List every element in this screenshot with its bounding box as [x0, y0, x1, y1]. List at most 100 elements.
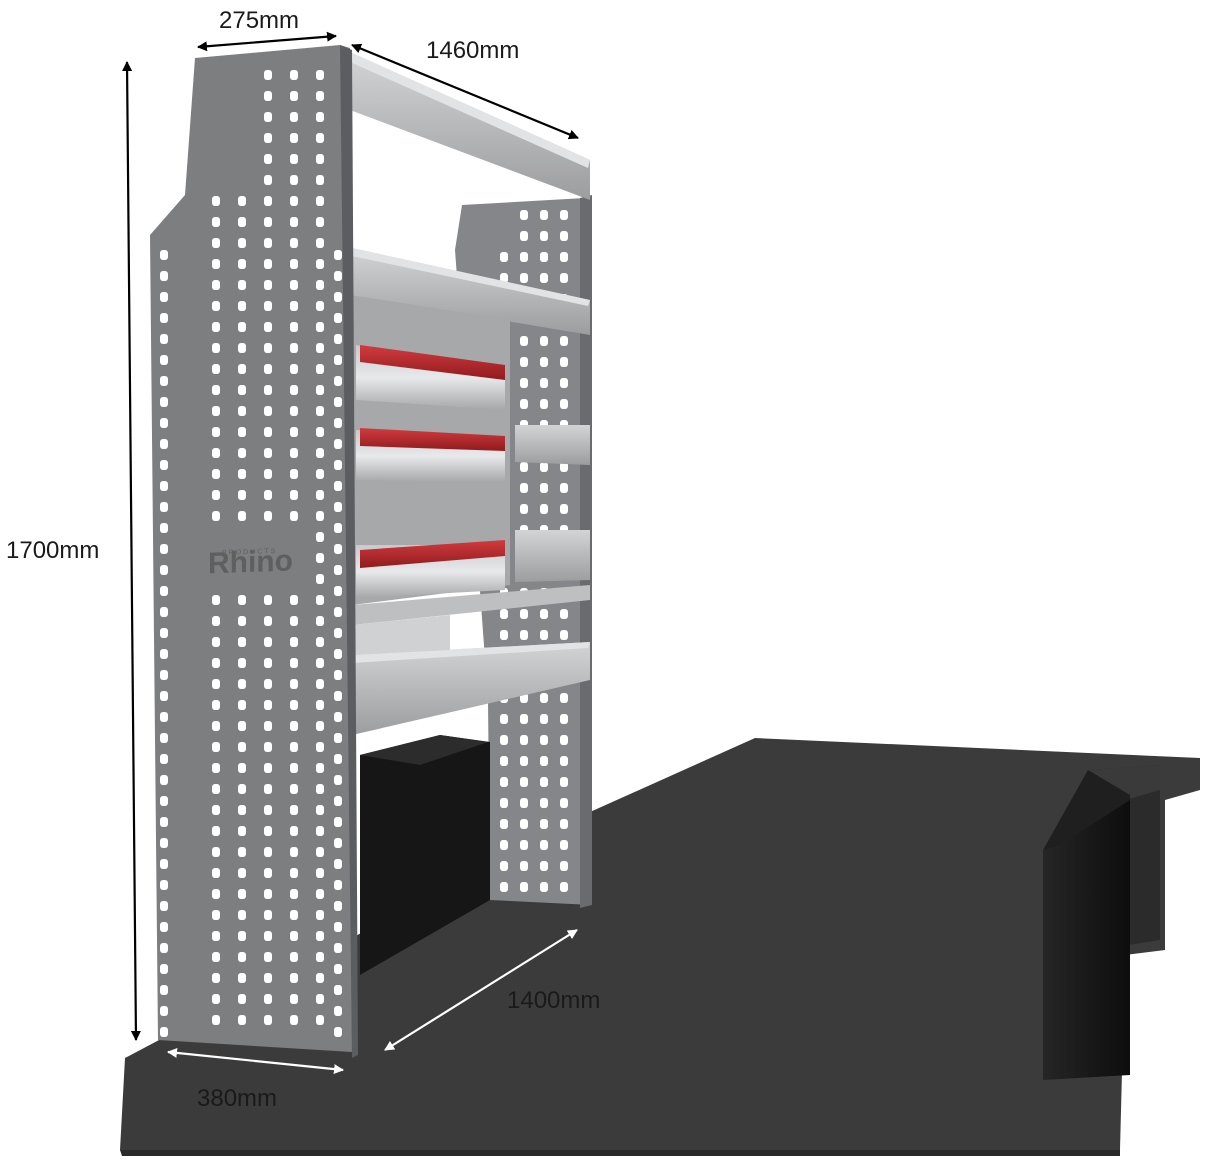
panel-hole	[316, 259, 324, 269]
panel-hole	[500, 798, 508, 808]
drawer-handle-1[interactable]	[360, 345, 505, 380]
panel-hole	[238, 259, 246, 269]
panel-hole	[540, 777, 548, 787]
drawer-2[interactable]	[356, 428, 505, 482]
panel-hole	[212, 616, 220, 626]
panel-hole	[212, 469, 220, 479]
drawer-1[interactable]	[356, 345, 505, 410]
panel-hole	[160, 670, 168, 680]
panel-hole	[560, 693, 568, 703]
panel-hole	[212, 406, 220, 416]
panel-hole	[238, 406, 246, 416]
panel-hole	[316, 784, 324, 794]
panel-hole	[290, 868, 298, 878]
panel-hole	[290, 679, 298, 689]
panel-hole	[238, 658, 246, 668]
panel-hole	[540, 693, 548, 703]
panel-hole	[264, 973, 272, 983]
panel-hole	[290, 322, 298, 332]
panel-hole	[540, 819, 548, 829]
panel-hole	[160, 733, 168, 743]
panel-hole	[316, 385, 324, 395]
panel-hole	[160, 964, 168, 974]
panel-hole	[316, 826, 324, 836]
panel-hole	[264, 490, 272, 500]
panel-hole	[238, 322, 246, 332]
panel-hole	[212, 1015, 220, 1025]
panel-hole	[560, 504, 568, 514]
panel-hole	[238, 196, 246, 206]
panel-hole	[212, 238, 220, 248]
panel-hole	[290, 721, 298, 731]
panel-hole	[560, 714, 568, 724]
panel-hole	[316, 322, 324, 332]
panel-hole	[334, 1027, 342, 1037]
panel-hole	[264, 721, 272, 731]
drawer-handle-2[interactable]	[360, 428, 505, 451]
panel-hole	[540, 504, 548, 514]
panel-hole	[520, 756, 528, 766]
drawer-handle-3[interactable]	[360, 540, 505, 568]
drawer-3[interactable]	[356, 540, 505, 598]
panel-hole	[520, 798, 528, 808]
panel-hole	[264, 700, 272, 710]
panel-hole	[212, 973, 220, 983]
panel-hole	[212, 679, 220, 689]
dim-arrow-top-depth	[197, 31, 337, 52]
dim-label-base-depth: 380mm	[197, 1085, 277, 1112]
panel-hole	[316, 973, 324, 983]
panel-hole	[560, 399, 568, 409]
panel-hole	[540, 231, 548, 241]
panel-hole	[238, 343, 246, 353]
panel-hole	[316, 637, 324, 647]
panel-hole	[160, 796, 168, 806]
panel-hole	[560, 483, 568, 493]
panel-hole	[520, 735, 528, 745]
panel-hole	[212, 217, 220, 227]
panel-hole	[500, 819, 508, 829]
panel-hole	[520, 609, 528, 619]
front-panel-holes	[160, 70, 342, 1037]
panel-hole	[212, 784, 220, 794]
panel-hole	[264, 952, 272, 962]
panel-hole	[212, 826, 220, 836]
panel-hole	[500, 630, 508, 640]
panel-hole	[334, 943, 342, 953]
panel-hole	[264, 343, 272, 353]
panel-hole	[520, 336, 528, 346]
panel-hole	[264, 616, 272, 626]
dimension-lines	[122, 31, 579, 1075]
panel-hole	[160, 838, 168, 848]
panel-hole	[560, 378, 568, 388]
panel-hole	[500, 861, 508, 871]
panel-hole	[264, 385, 272, 395]
panel-hole	[290, 301, 298, 311]
floor-edge-shade	[120, 1150, 1120, 1156]
panel-hole	[238, 385, 246, 395]
panel-hole	[520, 378, 528, 388]
panel-hole	[160, 691, 168, 701]
panel-hole	[290, 469, 298, 479]
dim-arrow-top-width	[351, 43, 579, 140]
panel-hole	[212, 658, 220, 668]
panel-hole	[160, 460, 168, 470]
panel-hole	[264, 1015, 272, 1025]
panel-hole	[316, 574, 324, 584]
panel-hole	[160, 817, 168, 827]
panel-hole	[238, 805, 246, 815]
panel-hole	[290, 973, 298, 983]
panel-hole	[160, 859, 168, 869]
panel-hole	[540, 273, 548, 283]
panel-hole	[334, 250, 342, 260]
panel-hole	[212, 364, 220, 374]
panel-hole	[264, 469, 272, 479]
panel-hole	[316, 532, 324, 542]
panel-hole	[520, 357, 528, 367]
panel-hole	[334, 733, 342, 743]
panel-hole	[334, 817, 342, 827]
panel-hole	[160, 355, 168, 365]
panel-hole	[238, 469, 246, 479]
panel-hole	[334, 901, 342, 911]
panel-hole	[290, 1015, 298, 1025]
panel-hole	[238, 910, 246, 920]
